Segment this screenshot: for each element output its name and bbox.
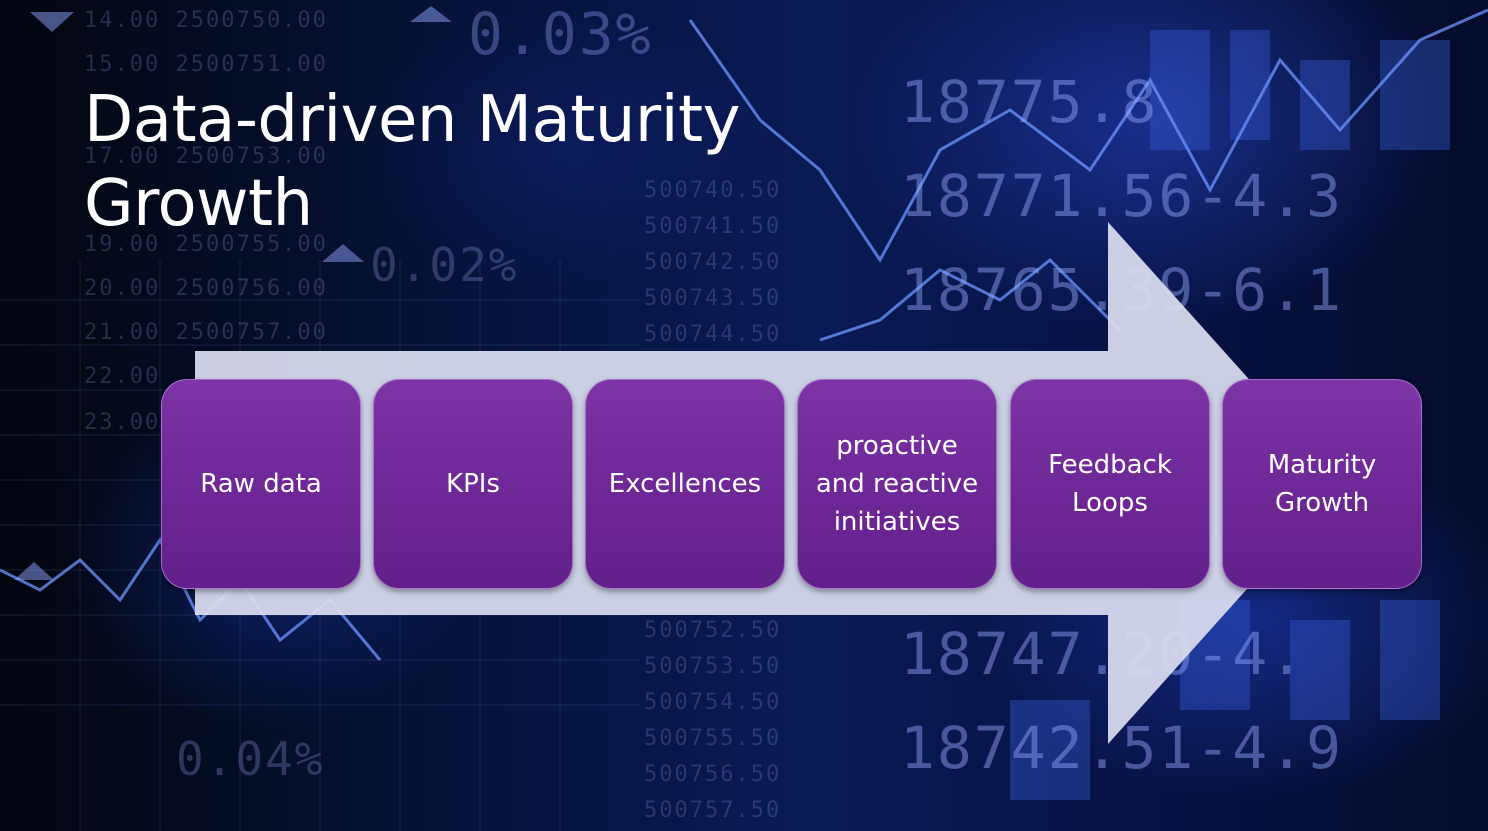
ticker-row-6: 21.00 2500757.00 [84,320,328,345]
step-box-feedback-loops: Feedback Loops [1010,379,1210,589]
step-box-initiatives: proactive and reactive initiatives [797,379,997,589]
ticker-col-9: 500755.50 [644,726,782,751]
ticker-row-3: 17.00 2500753.00 [84,144,328,169]
ticker-col-2: 500741.50 [644,214,782,239]
ticker-col-8: 500754.50 [644,690,782,715]
ticker-row-8: 23.00 [84,410,161,435]
step-box-excellences: Excellences [585,379,785,589]
slide-title: Data-driven Maturity Growth [84,83,740,241]
ticker-large-2: 18771.56-4.3 [900,162,1344,230]
ticker-col-10: 500756.50 [644,762,782,787]
ticker-col-1: 500740.50 [644,178,782,203]
ticker-large-4: 18747.20-4. [900,620,1307,688]
step-label: Raw data [200,469,322,499]
ticker-col-4: 500743.50 [644,286,782,311]
step-box-raw-data: Raw data [161,379,361,589]
step-box-maturity-growth: Maturity Growth [1222,379,1422,589]
ticker-percent-3: 0.04% [176,732,325,786]
step-label: proactive and reactive initiatives [815,431,979,537]
step-label: KPIs [446,469,500,499]
ticker-row-5: 20.00 2500756.00 [84,276,328,301]
step-label: Excellences [608,469,762,499]
ticker-col-5: 500744.50 [644,322,782,347]
ticker-row-4: 19.00 2500755.00 [84,232,328,257]
ticker-col-11: 500757.50 [644,798,782,823]
ticker-row-1: 14.00 2500750.00 [84,8,328,33]
step-box-kpis: KPIs [373,379,573,589]
ticker-percent-2: 0.02% [370,238,519,292]
step-label: Feedback Loops [1048,450,1172,518]
ticker-percent-1: 0.03% [468,0,653,68]
step-label: Maturity Growth [1267,450,1377,518]
ticker-large-1: 18775.8 [900,68,1159,136]
ticker-row-7: 22.00 [84,364,161,389]
ticker-col-6: 500752.50 [644,618,782,643]
ticker-row-2: 15.00 2500751.00 [84,52,328,77]
ticker-col-3: 500742.50 [644,250,782,275]
ticker-col-7: 500753.50 [644,654,782,679]
